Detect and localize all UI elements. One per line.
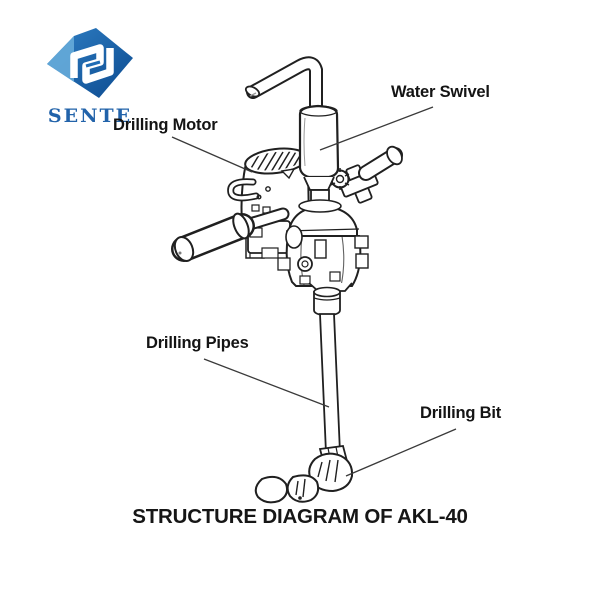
brand-logo: SENTE	[44, 22, 136, 127]
label-water-swivel: Water Swivel	[391, 83, 490, 101]
drilling-pipe-part	[313, 286, 341, 454]
diagram-title: STRUCTURE DIAGRAM OF AKL-40	[132, 505, 468, 528]
water-swivel-part	[298, 104, 342, 213]
right-handle-part	[321, 145, 403, 204]
label-drilling-pipes: Drilling Pipes	[146, 334, 249, 352]
drilling-bit-part	[254, 445, 354, 504]
left-handle-part	[171, 207, 290, 263]
water-inlet-pipe-part	[244, 56, 323, 113]
label-drilling-bit: Drilling Bit	[420, 404, 502, 422]
gearbox-part	[247, 204, 369, 292]
brand-wordmark: SENTE	[47, 105, 133, 127]
label-drilling-motor: Drilling Motor	[113, 116, 218, 134]
leader-lines	[171, 106, 457, 477]
sente-logo-icon	[47, 28, 133, 98]
